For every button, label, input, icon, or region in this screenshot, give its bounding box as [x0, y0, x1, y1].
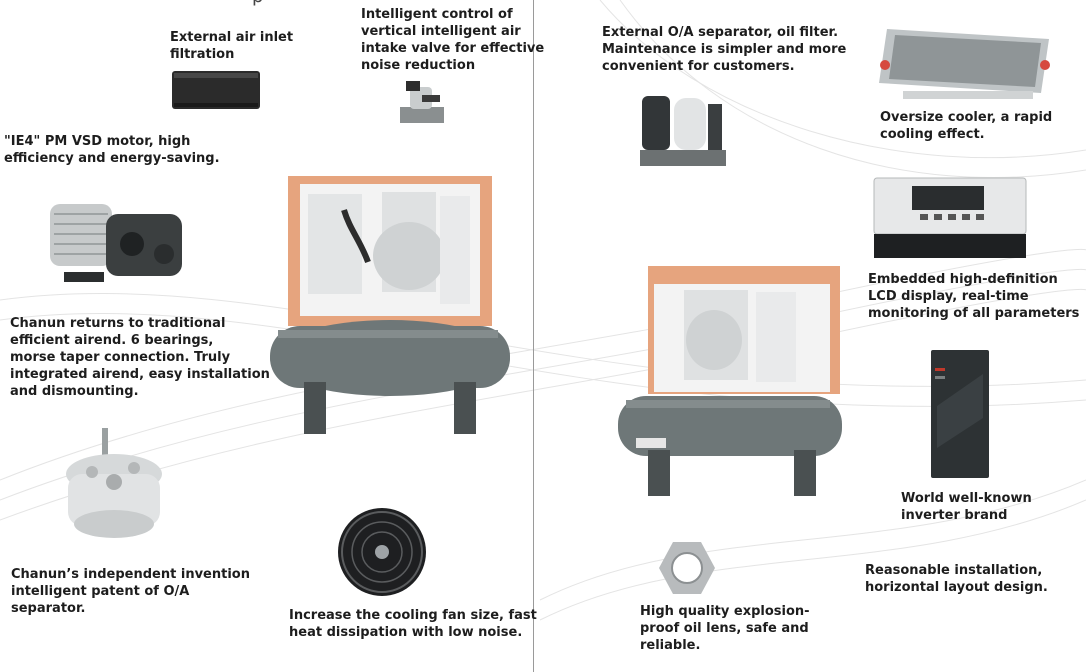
top-cut-text: p — [252, 0, 263, 6]
caption-inverter: World well-known inverter brand — [901, 491, 1032, 523]
caption-layout: Reasonable installation, horizontal layo… — [865, 563, 1048, 595]
oil-lens-icon — [659, 542, 715, 594]
caption-separator-patent: Chanun’s independent invention intellige… — [11, 567, 250, 616]
oa-separator-icon — [640, 96, 726, 166]
pm-motor-icon — [50, 204, 182, 282]
caption-cooling-fan: Increase the cooling fan size, fast heat… — [289, 608, 537, 640]
filter-foam-icon — [172, 71, 260, 109]
intake-valve-icon — [400, 81, 444, 123]
caption-cooler: Oversize cooler, a rapid cooling effect. — [880, 110, 1053, 142]
inverter-icon — [931, 350, 989, 478]
caption-motor: "IE4" PM VSD motor, high efficiency and … — [4, 134, 220, 166]
caption-oil-lens: High quality explosion- proof oil lens, … — [640, 604, 810, 653]
caption-lcd: Embedded high-definition LCD display, re… — [868, 272, 1080, 321]
caption-oa-separator: External O/A separator, oil filter. Main… — [602, 25, 847, 74]
cooler-icon — [879, 29, 1050, 99]
compressor-unit-right-icon — [618, 266, 842, 496]
caption-air-inlet: External air inlet filtration — [170, 30, 294, 62]
page-gutter-divider — [533, 0, 534, 672]
lcd-controller-icon — [873, 177, 1027, 258]
cooling-fan-icon — [338, 508, 426, 596]
oa-separator-patent-icon — [66, 428, 162, 538]
caption-intake-valve: Intelligent control of vertical intellig… — [361, 7, 545, 73]
caption-airend: Chanun returns to traditional efficient … — [10, 316, 270, 399]
compressor-unit-icon — [270, 176, 510, 434]
